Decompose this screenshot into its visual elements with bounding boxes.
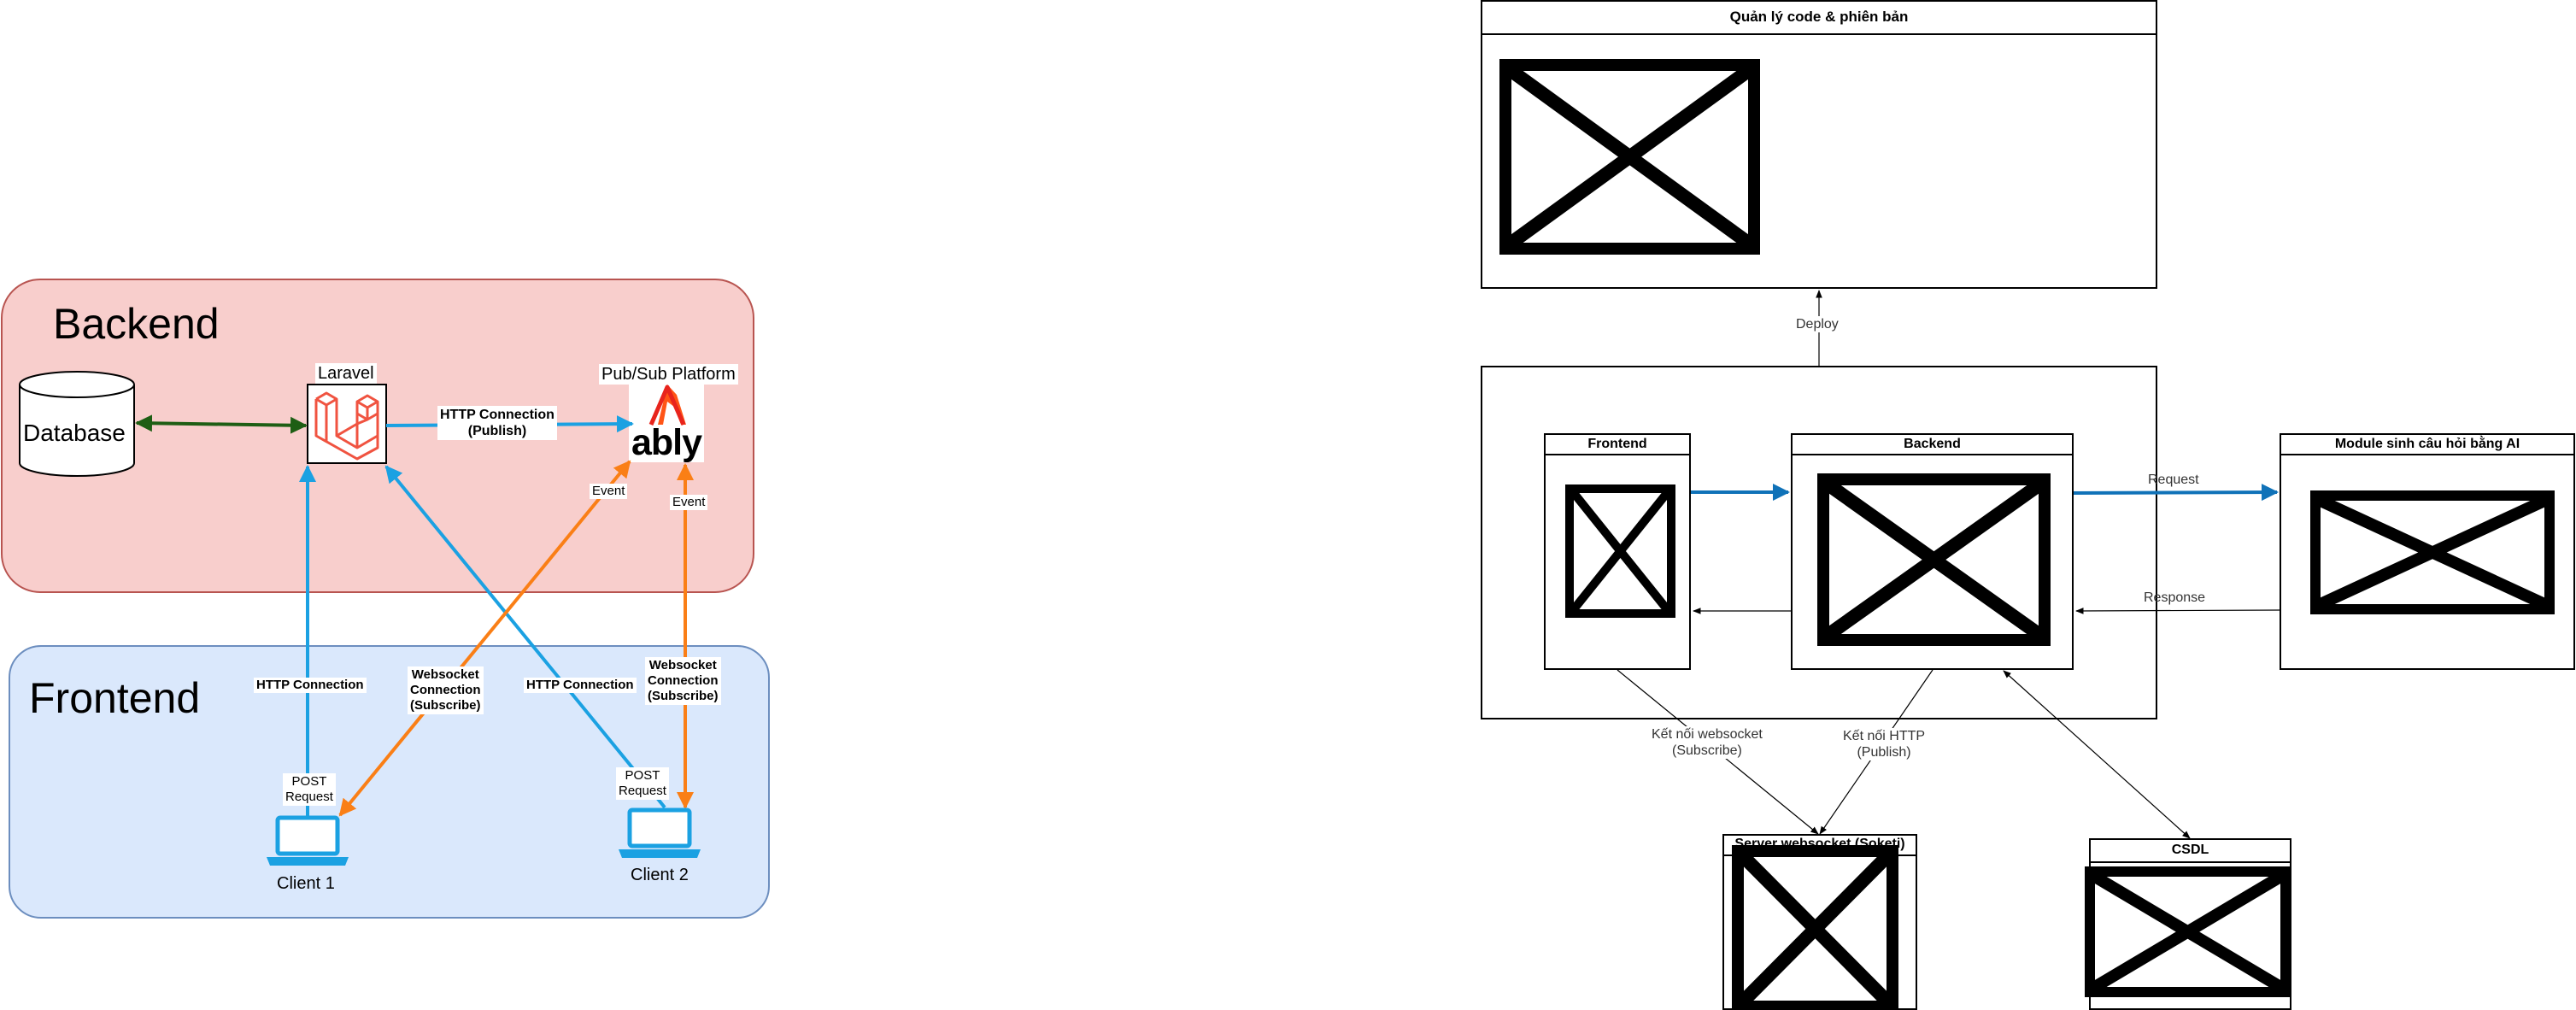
system-container xyxy=(1481,366,2157,719)
code-management-title: Quản lý code & phiên bản xyxy=(1482,2,2156,35)
code-management-image-placeholder xyxy=(1499,59,1760,255)
event-label-2: Event xyxy=(670,495,708,510)
websocket-server-image-placeholder xyxy=(1732,845,1898,1010)
laravel-label: Laravel xyxy=(315,363,377,384)
backend-zone-title: Backend xyxy=(53,300,220,348)
websocket-subscribe-connection-label: Kết nối websocket (Subscribe) xyxy=(1650,726,1764,760)
csdl-image-placeholder xyxy=(2085,866,2291,997)
ably-client1-websocket-connector xyxy=(338,460,631,817)
websocket-subscribe-label-2: Websocket Connection (Subscribe) xyxy=(645,657,721,705)
request-label: Request xyxy=(2148,473,2199,487)
ably-logo xyxy=(629,382,704,462)
database-label: Database xyxy=(23,420,126,446)
csdl-title: CSDL xyxy=(2091,840,2290,863)
request-connector xyxy=(2073,484,2279,502)
client2-to-laravel-connector xyxy=(384,465,666,809)
frontend-box-title: Frontend xyxy=(1546,435,1689,455)
code-management-box: Quản lý code & phiên bản xyxy=(1481,0,2157,289)
database-cylinder xyxy=(19,371,135,477)
backend-box-title: Backend xyxy=(1793,435,2072,455)
deploy-label: Deploy xyxy=(1794,316,1840,333)
laravel-logo xyxy=(307,384,387,464)
client1-laptop-icon xyxy=(267,815,349,866)
client2-laptop-icon xyxy=(619,807,701,858)
frontend-zone-title: Frontend xyxy=(29,674,201,722)
http-publish-connection-label: Kết nối HTTP (Publish) xyxy=(1841,728,1928,761)
ai-module-title: Module sinh câu hỏi bằng AI xyxy=(2281,435,2573,455)
event-label-1: Event xyxy=(590,484,628,499)
backend-image-placeholder xyxy=(1817,473,2051,646)
ai-module-image-placeholder xyxy=(2310,490,2555,614)
right-diagram-graphics xyxy=(1499,59,2555,1010)
post-request-label-1: POST Request xyxy=(283,773,336,806)
backend-csdl-connector xyxy=(2003,670,2191,839)
client2-label: Client 2 xyxy=(631,866,689,884)
http-connection-label-2: HTTP Connection xyxy=(524,678,637,693)
frontend-image-placeholder xyxy=(1565,484,1675,618)
http-connection-label-1: HTTP Connection xyxy=(254,678,367,693)
client1-label: Client 1 xyxy=(277,874,335,893)
http-publish-label: HTTP Connection (Publish) xyxy=(437,406,557,441)
websocket-subscribe-label-1: Websocket Connection (Subscribe) xyxy=(408,666,484,714)
response-connector xyxy=(2075,608,2280,614)
ably-wordmark: ably xyxy=(631,422,702,463)
db-laravel-connector xyxy=(135,414,308,434)
left-diagram-graphics xyxy=(19,371,704,866)
post-request-label-2: POST Request xyxy=(616,767,669,800)
response-label: Response xyxy=(2144,590,2206,605)
pubsub-platform-label: Pub/Sub Platform xyxy=(599,364,738,385)
